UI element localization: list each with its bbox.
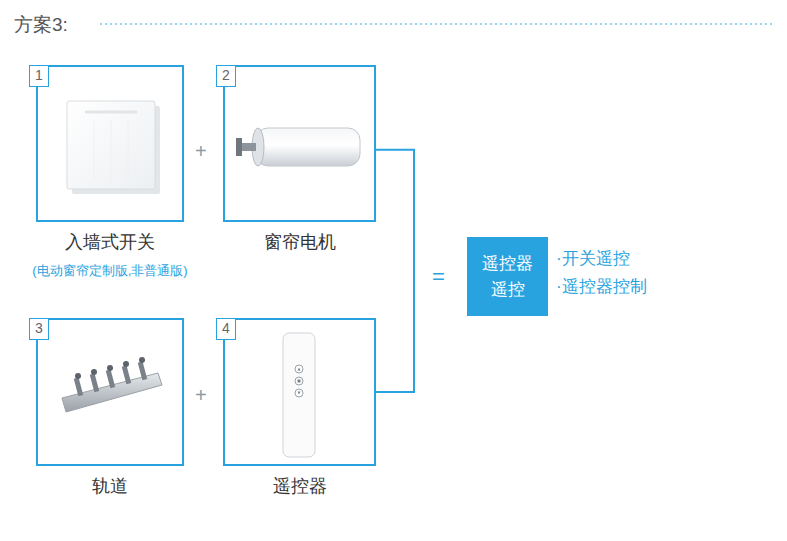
component-note: (电动窗帘定制版,非普通版)	[32, 262, 187, 280]
component-caption: 轨道	[92, 474, 128, 498]
component-caption: 窗帘电机	[264, 230, 336, 254]
dotted-rule	[100, 23, 772, 25]
component-box: 4遥控器	[223, 318, 376, 466]
result-text: 遥控器 遥控	[479, 251, 535, 302]
curtain-motor-picture	[236, 128, 360, 166]
plus-sign: +	[195, 140, 207, 163]
bullet-note: ·开关遥控	[556, 247, 630, 270]
curtain-track-picture	[62, 357, 162, 412]
callout-number: 2	[216, 65, 236, 87]
result-box: 遥控器 遥控	[467, 237, 548, 316]
remote-picture	[283, 333, 315, 457]
equals-sign: =	[432, 264, 445, 290]
callout-number: 4	[216, 318, 236, 340]
component-caption: 遥控器	[273, 474, 327, 498]
bullet-note: ·遥控器控制	[556, 275, 647, 298]
callout-number: 3	[29, 318, 49, 340]
diagram-title: 方案3:	[14, 12, 68, 38]
wall-switch-picture	[67, 101, 160, 194]
component-caption: 入墙式开关	[65, 230, 155, 254]
plus-sign: +	[195, 384, 207, 407]
bracket-connector	[376, 150, 414, 392]
component-box: 2窗帘电机	[223, 65, 376, 222]
component-box: 1入墙式开关(电动窗帘定制版,非普通版)	[36, 65, 184, 222]
callout-number: 1	[29, 65, 49, 87]
component-box: 3轨道	[36, 318, 184, 466]
